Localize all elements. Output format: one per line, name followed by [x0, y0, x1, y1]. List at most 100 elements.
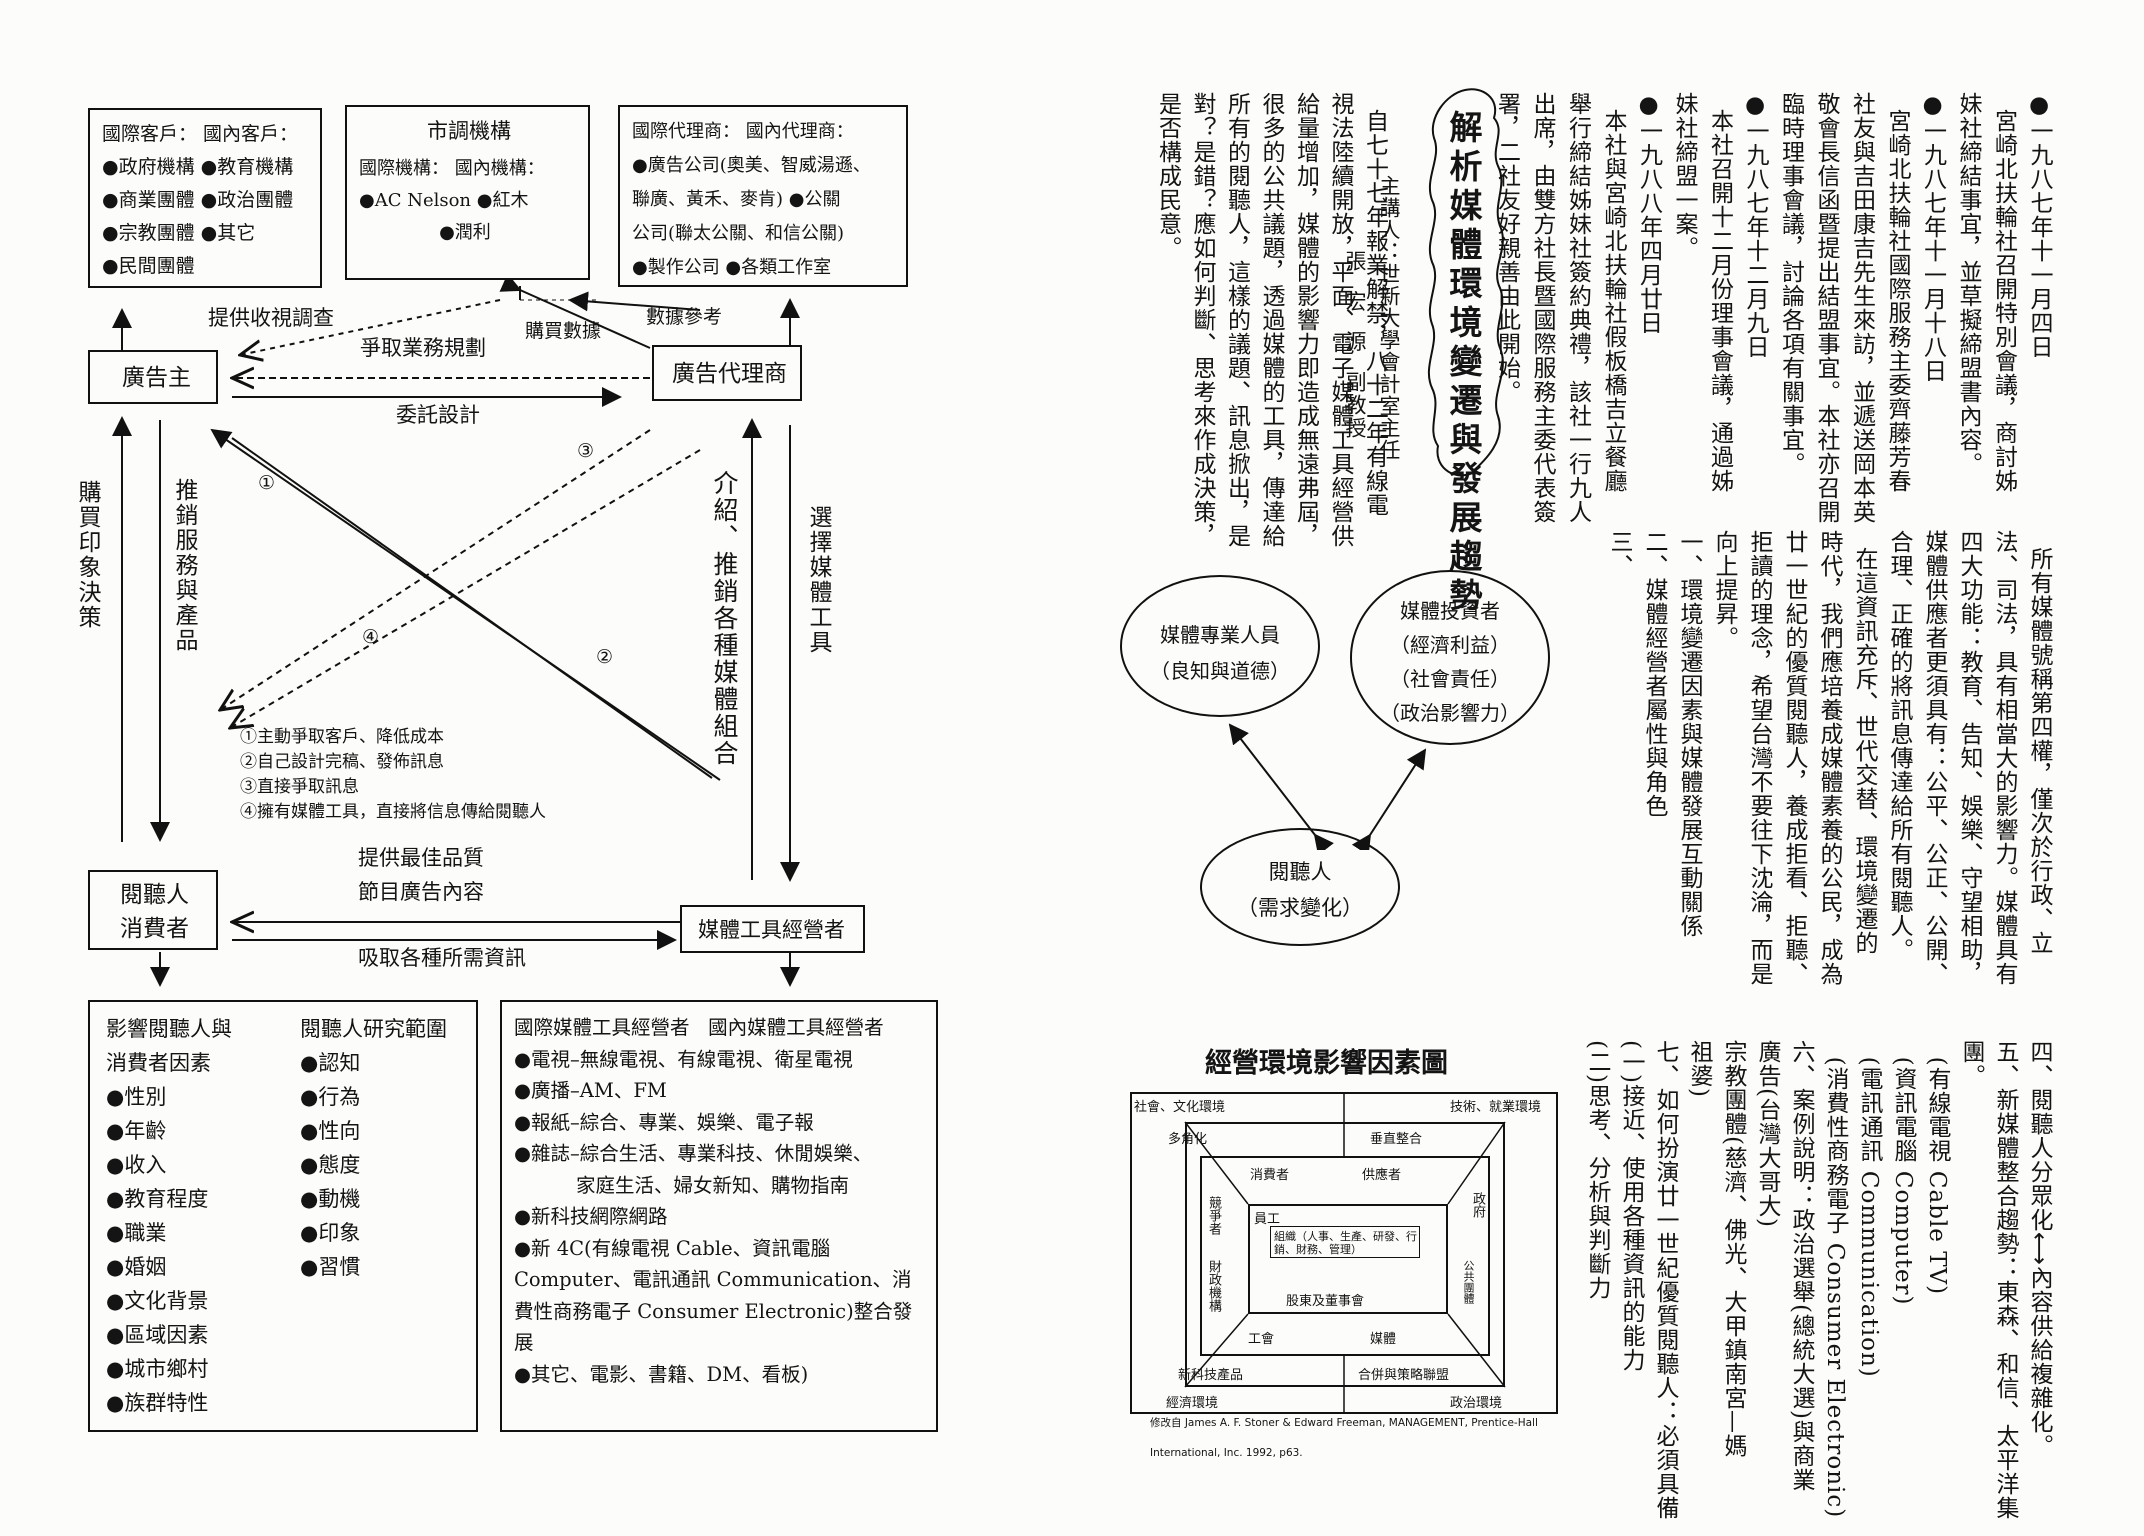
clients-box: 國際客戶： 國內客戶： ●政府機構 ●教育機構 ●商業團體 ●政治團體 ●宗教團… [88, 108, 322, 288]
events-line: 出席，由雙方社長暨國際服務主委代表簽 [1529, 92, 1555, 524]
marker-1: ① [258, 472, 276, 494]
research-item: ●態度 [300, 1153, 361, 1177]
ellipse-line: 閱聽人 [1268, 860, 1332, 884]
fig-inner-label: 工會 [1248, 1332, 1275, 1347]
points-line: 廿一世紀的優質閱聽人，養成拒看、拒聽、 [1781, 530, 1807, 986]
points2-line: 七、如何扮演廿一世紀優質閱聽人：必須具備 [1652, 1040, 1678, 1520]
figure-source: 修改自 James A. F. Stoner & Edward Freeman,… [1150, 1417, 1538, 1429]
buy-decision-label: 購買印象決策 [74, 480, 100, 630]
agencies-box: 國際代理商： 國內代理商： ●廣告公司(奧美、智威湯遜、 聯廣、黃禾、麥肯) ●… [618, 105, 908, 287]
agencies-line: 聯廣、黃禾、麥肯) ●公關 [632, 189, 841, 210]
fig-inner-label: 財政機構 [1206, 1260, 1221, 1312]
media-line: 國際媒體工具經營者 國內媒體工具經營者 [514, 1016, 884, 1039]
points2-line: (一)接近、使用各種資訊的能力 [1618, 1040, 1644, 1372]
factor-item: ●族群特性 [106, 1391, 209, 1415]
introduce-label: 介紹、推銷各種媒體組合 [710, 470, 739, 767]
events-line: ●一九八七年十一月四日 [2026, 92, 2052, 359]
events-line: ●一九八七年十一月十八日 [1919, 92, 1946, 383]
title-cloud-frame [1427, 88, 1504, 477]
quality-label: 提供最佳品質 [358, 846, 484, 870]
fig-outer-label: 社會、文化環境 [1134, 1100, 1226, 1115]
clients-line: ●商業團體 ●政治團體 [102, 189, 294, 211]
media-line: ●電視–無線電視、有線電視、衛星電視 [514, 1047, 853, 1071]
agencies-line: ●製作公司 ●各類工作室 [632, 257, 832, 278]
research-line: ●AC Nelson ●紅木 [359, 190, 529, 211]
clients-line: 國際客戶： 國內客戶： [102, 123, 299, 145]
body-line: 對？是錯？應如何判斷、思考來作成決策， [1189, 92, 1215, 548]
body-line: 視法陸續開放，平面、電子媒體工具經營供 [1327, 92, 1353, 548]
events-line: ●一九八八年四月廿日 [1635, 92, 1662, 335]
advertiser-label: 廣告主 [122, 365, 191, 391]
advertiser-node: 廣告主 [88, 350, 218, 404]
media-operator-node: 媒體工具經營者 [680, 905, 865, 953]
audience-research-title: 閱聽人研究範圍 [300, 1017, 447, 1041]
agencies-line: 國際代理商： 國內代理商： [632, 121, 854, 142]
events-line: 宮崎北扶輪社召開特別會議，商討姊 [1990, 92, 2017, 493]
buy-data-label: 購買數據 [525, 320, 602, 342]
legend-item: ②自己設計完稿、發佈訊息 [240, 752, 444, 772]
article-body: 自七十七年報業解禁，八十二年有線電 視法陸續開放，平面、電子媒體工具經營供 給量… [1150, 92, 1392, 548]
points2-line: (消費性商務電子 Consumer Electronic) [1822, 1040, 1848, 1519]
speaker-affiliation: 主講人：世新大學會計室主任 [1377, 175, 1401, 461]
research-item: ●行為 [300, 1085, 361, 1109]
research-line: ●潤利 [359, 222, 491, 243]
ellipse-connectors [1228, 723, 1427, 850]
events-line: 妹社締結事宜，並草擬締盟書內容。 [1955, 92, 1981, 476]
points-line: 四大功能：教育、告知、娛樂、守望相助， [1956, 530, 1982, 986]
events-line: ●一九八七年十二月九日 [1742, 92, 1768, 359]
content-label: 節目廣告內容 [358, 880, 484, 904]
research-item: ●動機 [300, 1187, 361, 1211]
points2-line: 祖婆) [1686, 1040, 1712, 1098]
ellipse-line: 媒體投資者 [1400, 599, 1500, 623]
points2-line: 四、閱聽人分眾化⟷內容供給複雜化。 [2022, 1040, 2056, 1460]
media-line: ●新科技網際網路 [514, 1205, 668, 1228]
double-arrow-icon: ⟷ [2026, 1232, 2052, 1266]
points2-line: 團。 [1958, 1040, 1984, 1088]
points-line: 媒體供應者更須具有：公平、公正、公開、 [1921, 530, 1947, 986]
marker-3: ③ [577, 440, 595, 462]
fig-center-label: 組織（人事、生產、研發、行銷、財務、管理） [1274, 1230, 1417, 1256]
audience-factors-box: 影響閱聽人與 消費者因素 ●性別 ●年齡 ●收入 ●教育程度 ●職業 ●婚姻 ●… [88, 1000, 478, 1432]
points-line: 二、媒體經營者屬性與角色 [1641, 530, 1667, 818]
research-title: 市調機構 [427, 119, 511, 143]
media-line: 家庭生活、婦女新知、購物指南 [514, 1173, 849, 1197]
agencies-line: 公司(聯太公關、和信公關) [632, 223, 845, 244]
points-line: 拒讀的理念，希望台灣不要往下沈淪，而是 [1746, 530, 1772, 986]
research-item: ●認知 [300, 1051, 361, 1075]
media-line: 費性商務電子 Consumer Electronic)整合發 [514, 1299, 913, 1323]
fig-inner-label: 競爭者 [1206, 1196, 1221, 1235]
fig-inner-label: 供應者 [1362, 1168, 1402, 1183]
article-title: 解析媒體環境變遷與發展趨勢 [1444, 110, 1483, 617]
fig-middle-label: 新科技產品 [1178, 1368, 1244, 1383]
fig-core-label: 員工 [1254, 1212, 1281, 1227]
fig-core-label: 股東及董事會 [1286, 1294, 1365, 1309]
fig-inner-label: 政府 [1470, 1192, 1485, 1218]
body-line: 自七十七年報業解禁，八十二年有線電 [1361, 92, 1388, 517]
audience-label: 閱聽人 [120, 882, 189, 908]
events-line: 本社與宮崎北扶輪社假板橋吉立餐廳 [1600, 92, 1626, 493]
factor-heading: 消費者因素 [106, 1051, 211, 1075]
ellipse-line: （經濟利益） [1390, 633, 1510, 657]
factor-item: ●收入 [106, 1153, 167, 1177]
select-label: 選擇媒體工具 [805, 505, 831, 655]
events-line: 敬會長信函暨提出結盟事宜。本社亦召開 [1813, 92, 1839, 524]
ellipse-line: （良知與道德） [1150, 659, 1290, 683]
body-line: 是否構成民意。 [1154, 92, 1181, 260]
points-text: 所有媒體號稱第四權，僅次於行政、立 法、司法，具有相當大的影響力。媒體具有 四大… [1601, 530, 2056, 986]
body-line: 很多的公共議題，透過媒體的工具，傳達給 [1258, 92, 1284, 548]
points2-line: (電訊通訊 Communication) [1856, 1040, 1882, 1378]
factor-item: ●婚姻 [106, 1255, 167, 1279]
factor-item: ●年齡 [106, 1119, 167, 1143]
promote-label: 推銷服務與產品 [171, 478, 197, 653]
research-box: 市調機構 國際機構： 國內機構： ●AC Nelson ●紅木 ●潤利 [345, 105, 590, 280]
body-line: 所有的閱聽人，這樣的議題、訊息掀出，是 [1223, 92, 1250, 548]
fig-middle-label: 合併與策略聯盟 [1358, 1368, 1450, 1383]
fig-inner-label: 公共團體 [1462, 1260, 1475, 1304]
points2-line: 五、新媒體整合趨勢：東森、和信、太平洋集 [1992, 1040, 2018, 1520]
fig-inner-label: 媒體 [1370, 1332, 1397, 1347]
factor-item: ●性別 [106, 1085, 167, 1109]
points-line: 一、環境變遷因素與媒體發展互動關係 [1676, 530, 1702, 938]
points2-text: 四、閱聽人分眾化⟷內容供給複雜化。 五、新媒體整合趨勢：東森、和信、太平洋集 團… [1580, 1040, 2056, 1520]
fig-middle-label: 多角化 [1168, 1132, 1208, 1147]
agency-node: 廣告代理商 [652, 345, 802, 401]
